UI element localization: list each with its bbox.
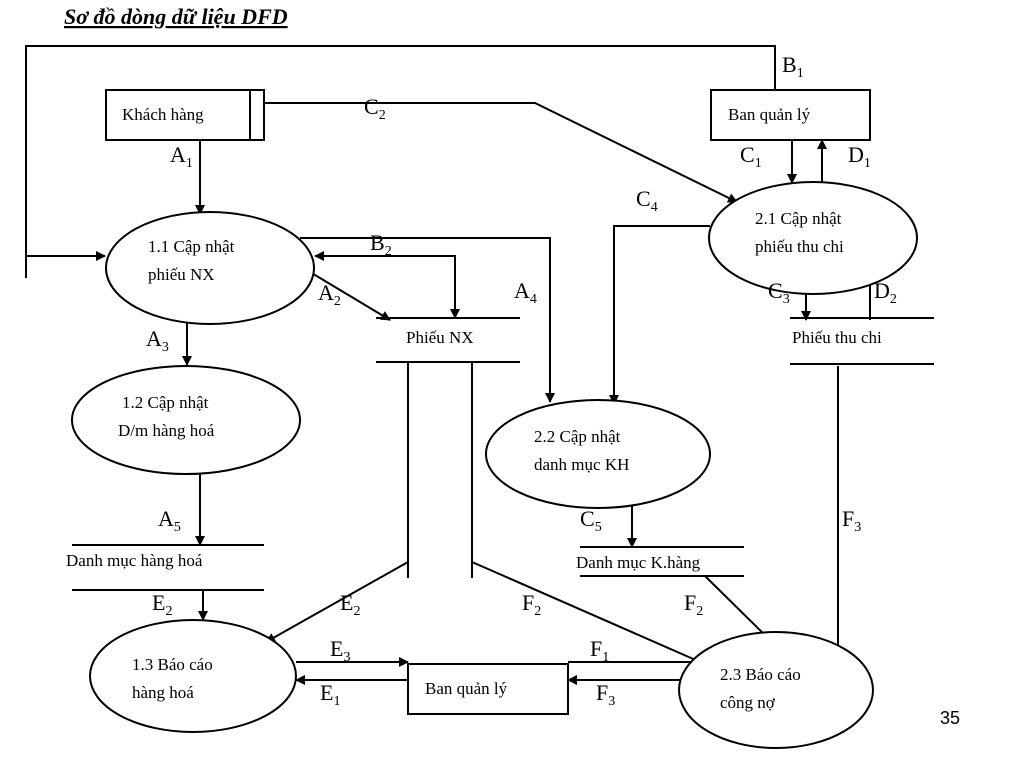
flow-label-d1: D1 (848, 142, 871, 171)
process-2-2: 2.2 Cập nhật danh mục KH (485, 399, 711, 509)
flow-f2-arrow-nx (471, 561, 708, 666)
process-2-2-line1: 2.2 Cập nhật (534, 427, 621, 446)
diagram-title: Sơ đồ dòng dữ liệu DFD (64, 4, 288, 29)
flow-label-f3-right: F3 (842, 506, 861, 535)
flow-label-a2: A2 (318, 280, 341, 309)
process-1-1-line1: 1.1 Cập nhật (148, 237, 235, 256)
flow-label-c1: C1 (740, 142, 762, 171)
flow-label-a1: A1 (170, 142, 193, 171)
flow-label-e2-left: E2 (152, 590, 172, 619)
flow-label-f2-right: F2 (684, 590, 703, 619)
store-dm-khach-hang-label: Danh mục K.hàng (576, 553, 701, 572)
process-2-1: 2.1 Cập nhật phiếu thu chi (708, 181, 918, 295)
flow-label-c4: C4 (636, 186, 658, 215)
process-2-1-line2: phiếu thu chi (755, 237, 844, 256)
external-customer: Khách hàng (105, 89, 265, 141)
page-number: 35 (940, 708, 960, 728)
store-dm-hang-hoa-label: Danh mục hàng hoá (66, 551, 203, 570)
flow-label-f1: F1 (590, 636, 609, 665)
process-1-2: 1.2 Cập nhật D/m hàng hoá (71, 365, 301, 475)
process-1-2-line1: 1.2 Cập nhật (122, 393, 209, 412)
flow-label-a4: A4 (514, 278, 537, 307)
flow-label-c2: C2 (364, 94, 386, 123)
store-phieu-thu-chi-label: Phiếu thu chi (792, 328, 882, 347)
process-2-1-line1: 2.1 Cập nhật (755, 209, 842, 228)
flow-a4-arrow (300, 237, 555, 403)
process-1-1-line2: phiếu NX (148, 265, 215, 284)
flow-label-b1: B1 (782, 52, 804, 81)
flow-a2-arrow (309, 271, 391, 321)
external-management-bottom: Ban quản lý (407, 663, 569, 715)
store-dm-hang-hoa: Danh mục hàng hoá (66, 544, 264, 591)
flow-label-b2: B2 (370, 230, 392, 259)
process-2-3: 2.3 Báo cáo công nợ (678, 631, 874, 749)
flow-label-e3: E3 (330, 636, 350, 665)
flow-label-e2-right: E2 (340, 590, 360, 619)
flow-label-f2-left: F2 (522, 590, 541, 619)
flow-c4-arrow (609, 225, 710, 405)
store-dm-khach-hang: Danh mục K.hàng (576, 546, 744, 577)
external-customer-label: Khách hàng (122, 105, 204, 124)
flow-b1-line (25, 45, 776, 278)
process-1-3-line2: hàng hoá (132, 683, 194, 702)
flow-e2-arrow-nx (265, 561, 409, 643)
process-1-1: 1.1 Cập nhật phiếu NX (105, 211, 315, 325)
flow-labels: A1 A2 A3 A4 A5 B1 B2 C1 C2 C3 C4 C5 D1 D… (146, 52, 897, 709)
flow-b2-down (420, 255, 460, 319)
flow-label-a3: A3 (146, 326, 169, 355)
flow-label-e1: E1 (320, 680, 340, 709)
store-phieu-nx: Phiếu NX (376, 317, 520, 363)
flow-label-c3: C3 (768, 278, 790, 307)
process-1-3-line1: 1.3 Báo cáo (132, 655, 213, 674)
process-2-3-line1: 2.3 Báo cáo (720, 665, 801, 684)
external-management-top: Ban quản lý (710, 89, 871, 141)
flow-label-f3-bottom: F3 (596, 680, 615, 709)
process-2-3-line2: công nợ (720, 693, 776, 712)
flow-label-c5: C5 (580, 506, 602, 535)
external-management-bottom-label: Ban quản lý (425, 679, 508, 698)
flow-label-a5: A5 (158, 506, 181, 535)
external-management-top-label: Ban quản lý (728, 105, 811, 124)
flow-c2-arrow (264, 102, 738, 203)
store-phieu-thu-chi: Phiếu thu chi (790, 317, 934, 365)
flow-label-d2: D2 (874, 278, 897, 307)
process-2-2-line2: danh mục KH (534, 455, 629, 474)
process-1-2-line2: D/m hàng hoá (118, 421, 215, 440)
process-1-3: 1.3 Báo cáo hàng hoá (89, 619, 297, 733)
store-phieu-nx-label: Phiếu NX (406, 328, 474, 347)
